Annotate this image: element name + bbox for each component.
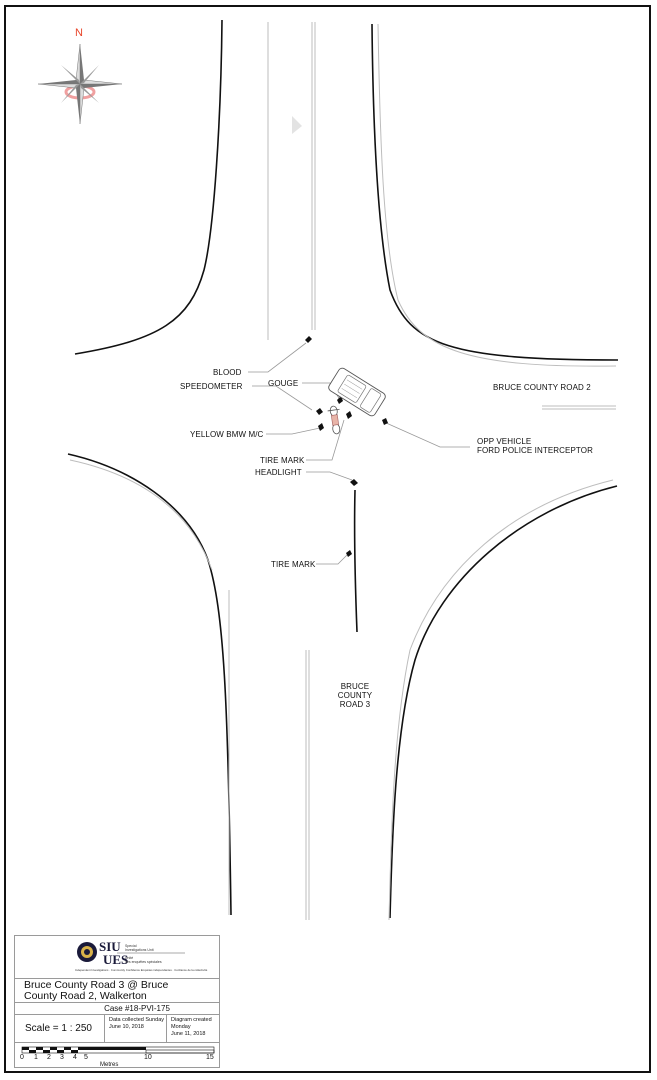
logo-siu-text: SIU: [99, 939, 121, 954]
opp-vehicle-icon: [328, 367, 386, 417]
label-yellow-bmw: YELLOW BMW M/C: [190, 430, 264, 439]
label-tire-mark-2: TIRE MARK: [271, 560, 316, 569]
title-meta: Scale = 1 : 250 Data collected Sunday Ju…: [15, 1014, 221, 1043]
leader-tiremark2: [316, 551, 351, 565]
scale-bar-graphic: [21, 1046, 215, 1054]
title-line-2: County Road 2, Walkerton: [24, 990, 147, 1002]
scale-tick: 1: [34, 1054, 38, 1061]
label-speedometer: SPEEDOMETER: [180, 382, 243, 391]
siu-seal-icon: [77, 942, 185, 962]
data-collected-line2: June 10, 2018: [109, 1024, 144, 1030]
leader-speedometer: [252, 385, 313, 411]
shoulder-line: [69, 459, 213, 571]
scale-bar: 0 1 2 3 4 5 10 15 Metres: [15, 1042, 219, 1069]
scale-units: Metres: [100, 1062, 119, 1068]
compass-rose-icon: [37, 43, 123, 125]
lane-lines: [69, 22, 617, 921]
road-edge-se: [389, 485, 618, 919]
logo-tagline: Independent Investigations · Community C…: [75, 968, 208, 972]
logo-ues-text: UES: [103, 952, 129, 967]
scale-tick: 4: [73, 1054, 77, 1061]
logo-sub-top2: Investigations Unit: [125, 948, 154, 952]
diagram-created-line1: Diagram created Monday: [171, 1017, 212, 1030]
road-edges: [67, 19, 619, 919]
compass-north-label: N: [75, 27, 83, 39]
scale-tick: 3: [60, 1054, 64, 1061]
leader-bmw: [266, 427, 321, 435]
label-road-3-line3: ROAD 3: [339, 700, 371, 709]
marker-opp: [382, 418, 388, 425]
label-opp-vehicle: OPP VEHICLE: [477, 437, 532, 446]
label-headlight: HEADLIGHT: [255, 468, 302, 477]
leader-blood: [248, 342, 307, 373]
logo-sub-bottom1: Unité: [125, 956, 134, 960]
scale-ratio: Scale = 1 : 250: [15, 1015, 105, 1043]
data-collected: Data collected Sunday June 10, 2018: [105, 1015, 167, 1043]
label-road-3-line2: COUNTY: [337, 691, 373, 700]
scale-tick: 15: [206, 1054, 214, 1061]
marker-headlight: [350, 479, 358, 486]
diagram-created-line2: June 11, 2018: [171, 1031, 206, 1037]
tire-mark-line: [353, 489, 358, 633]
leader-lines: [248, 342, 470, 565]
label-tire-mark-1: TIRE MARK: [260, 456, 305, 465]
title-line-1: Bruce County Road 3 @ Bruce: [24, 979, 169, 991]
diagram-created: Diagram created Monday June 11, 2018: [167, 1015, 221, 1043]
marker-bmw: [318, 423, 324, 431]
scale-tick: 0: [20, 1054, 24, 1061]
label-road-2: BRUCE COUNTY ROAD 2: [493, 383, 591, 392]
leader-opp: [383, 421, 470, 448]
leader-headlight: [306, 471, 353, 481]
road-edge-ne: [371, 23, 619, 361]
road-edge-nw: [74, 19, 223, 355]
label-road-3-line1: BRUCE: [340, 682, 370, 691]
direction-arrow-icon: [292, 116, 302, 134]
label-blood: BLOOD: [213, 368, 242, 377]
diagram-title: Bruce County Road 3 @ Bruce County Road …: [15, 978, 219, 1002]
marker-tiremark1: [346, 411, 352, 419]
leader-tiremark1: [306, 419, 345, 461]
scale-tick: 2: [47, 1054, 51, 1061]
motorcycle-icon: [327, 405, 341, 435]
shoulder-line: [377, 23, 617, 367]
marker-blood: [305, 336, 312, 343]
logo-sub-bottom2: des enquêtes spéciales: [125, 960, 162, 964]
title-block: SIU UES Special Investigations Unit Unit…: [14, 935, 220, 1068]
case-number: Case #18-PVI-175: [15, 1002, 219, 1014]
scale-tick: 10: [144, 1054, 152, 1061]
logo-sub-top1: Special: [125, 944, 137, 948]
siu-logo: SIU UES Special Investigations Unit Unit…: [15, 936, 219, 978]
data-collected-line1: Data collected Sunday: [109, 1017, 165, 1023]
marker-tiremark2: [346, 550, 352, 557]
road-edge-sw: [67, 453, 232, 916]
diagram-frame: [4, 5, 651, 1073]
marker-speedometer: [316, 408, 323, 415]
evidence-markers: [305, 336, 388, 557]
label-gouge: GOUGE: [268, 379, 299, 388]
label-opp-model: FORD POLICE INTERCEPTOR: [477, 446, 593, 455]
shoulder-line: [388, 479, 614, 921]
scale-tick: 5: [84, 1054, 88, 1061]
